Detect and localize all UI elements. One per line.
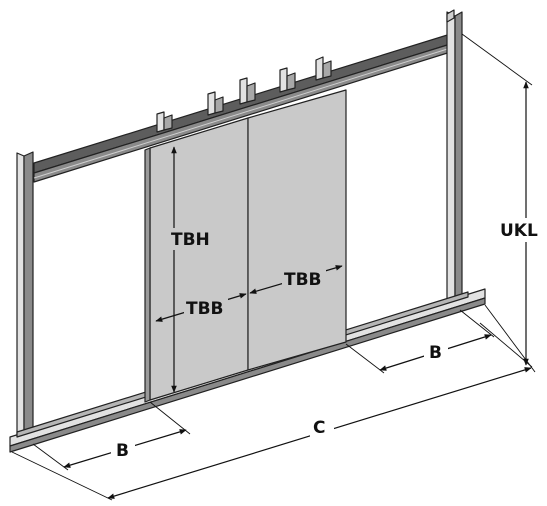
door-panel-right: [247, 89, 347, 371]
hanger-brackets: [156, 56, 332, 133]
dimension-b-right: B: [345, 309, 495, 374]
label-b-left: B: [116, 441, 129, 461]
dimension-tbh: TBH: [170, 146, 226, 393]
right-post: [446, 9, 463, 311]
label-tbh: TBH: [171, 230, 210, 250]
door-panel-left: [144, 117, 249, 403]
hanger-bracket: [207, 91, 224, 116]
hanger-bracket: [156, 111, 173, 133]
label-ukl: UKL: [500, 221, 538, 241]
dimension-ukl: UKL: [461, 33, 546, 368]
label-tbb-right: TBB: [284, 270, 322, 290]
left-post: [16, 151, 34, 446]
label-tbb-left: TBB: [186, 299, 224, 319]
label-b-right: B: [429, 343, 442, 363]
dimension-c: C: [11, 304, 536, 501]
label-c: C: [313, 418, 325, 438]
hanger-bracket: [239, 77, 256, 105]
hanger-bracket: [315, 56, 332, 81]
hanger-bracket: [279, 67, 296, 93]
dimension-tbb: TBB TBB: [155, 265, 343, 322]
